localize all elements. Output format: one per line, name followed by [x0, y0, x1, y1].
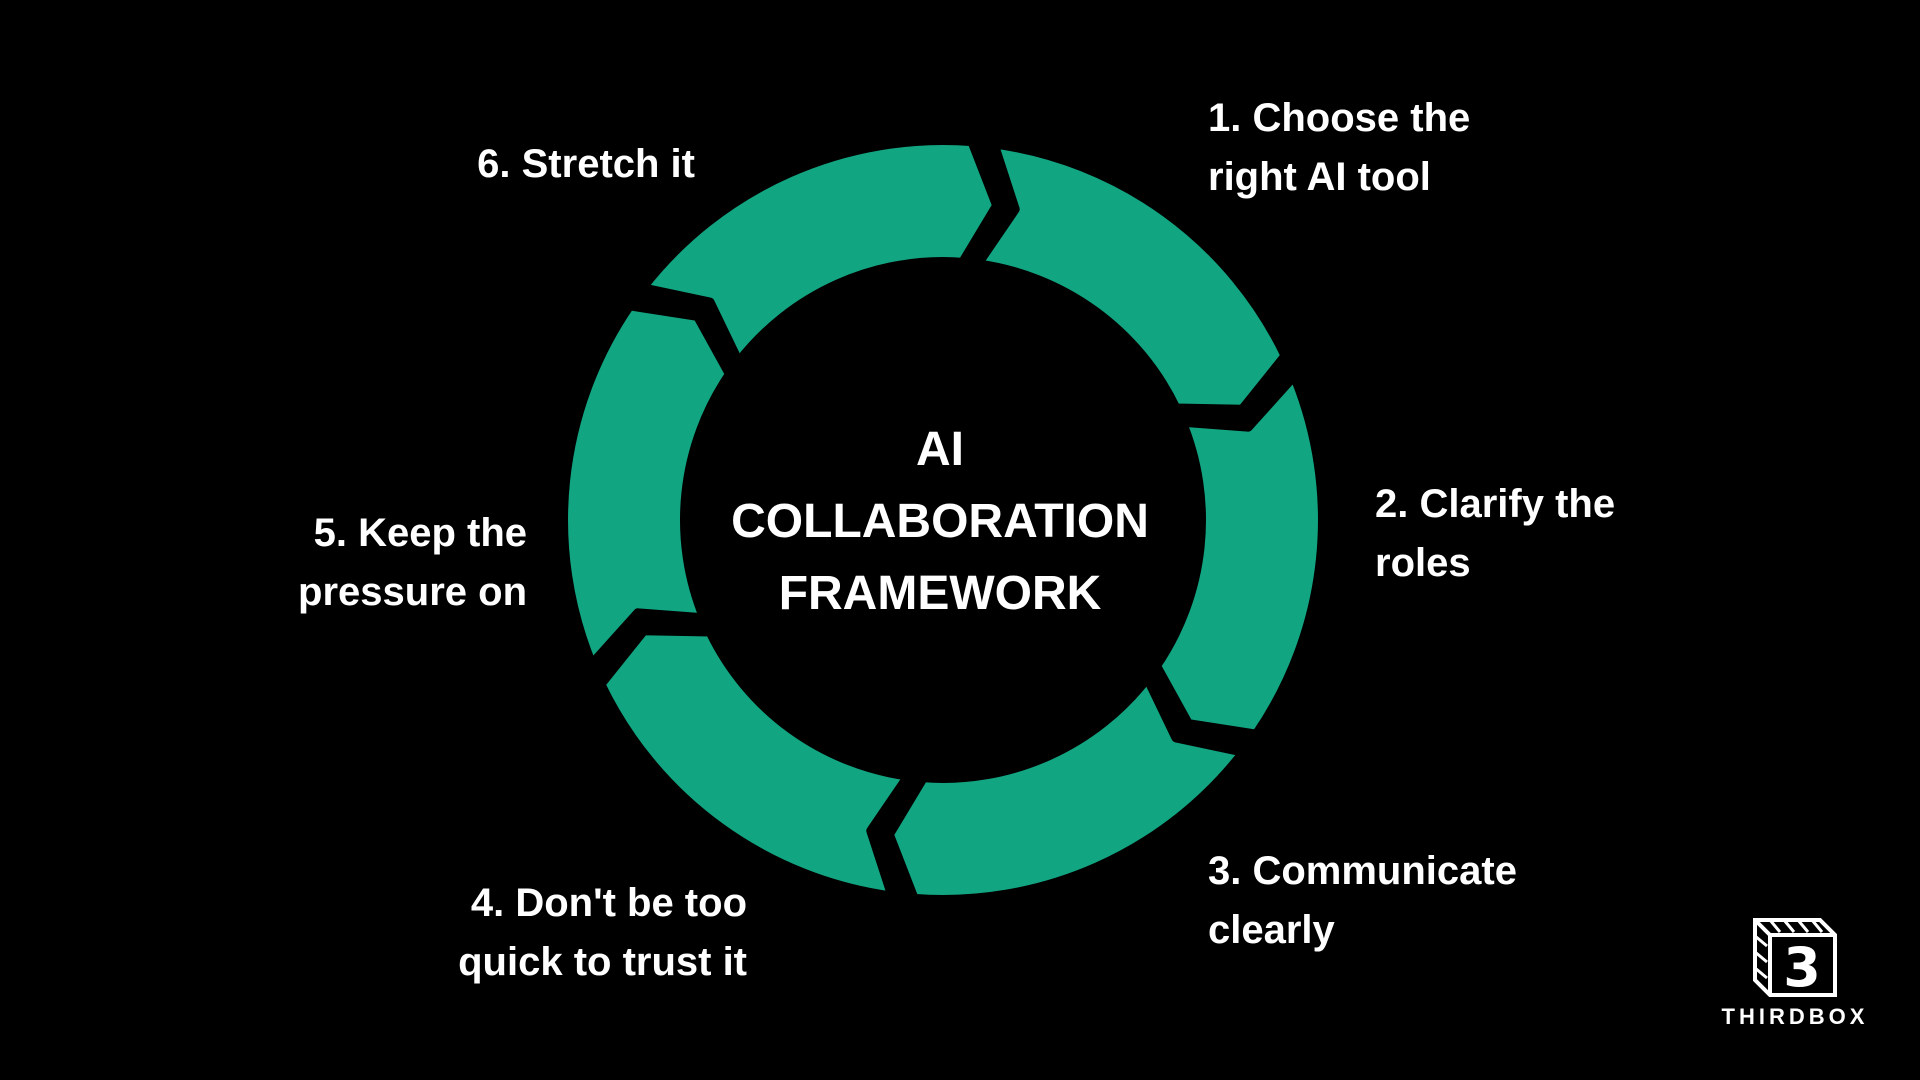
- diagram-title: AI COLLABORATION FRAMEWORK: [640, 414, 1240, 630]
- ring-segment-2: [1150, 370, 1328, 740]
- ring-segment-3: [883, 672, 1250, 906]
- title-line-3: FRAMEWORK: [778, 567, 1102, 620]
- ring-segment-4: [595, 625, 914, 902]
- step-1-label: 1. Choose the right AI tool: [1208, 96, 1471, 199]
- logo-wordmark: THIRDBOX: [1721, 1004, 1869, 1029]
- ring-segments: [558, 134, 1328, 906]
- cube-logo-icon: 3: [1753, 918, 1837, 999]
- step-2-label: 2. Clarify the roles: [1375, 482, 1616, 585]
- step-3-label: 3. Communicate clearly: [1208, 849, 1517, 952]
- title-line-2: COLLABORATION: [731, 495, 1149, 548]
- ring-segment-6: [636, 134, 1003, 368]
- step-4-label: 4. Don't be too quick to trust it: [458, 881, 747, 984]
- title-line-1: AI: [916, 423, 964, 476]
- ring-segment-1: [972, 138, 1291, 415]
- thirdbox-logo: 3 THIRDBOX: [1715, 910, 1875, 1035]
- logo-digit: 3: [1783, 936, 1821, 999]
- step-5-label: 5. Keep the pressure on: [298, 511, 527, 614]
- step-6-label: 6. Stretch it: [477, 142, 695, 186]
- ring-segment-5: [558, 300, 736, 670]
